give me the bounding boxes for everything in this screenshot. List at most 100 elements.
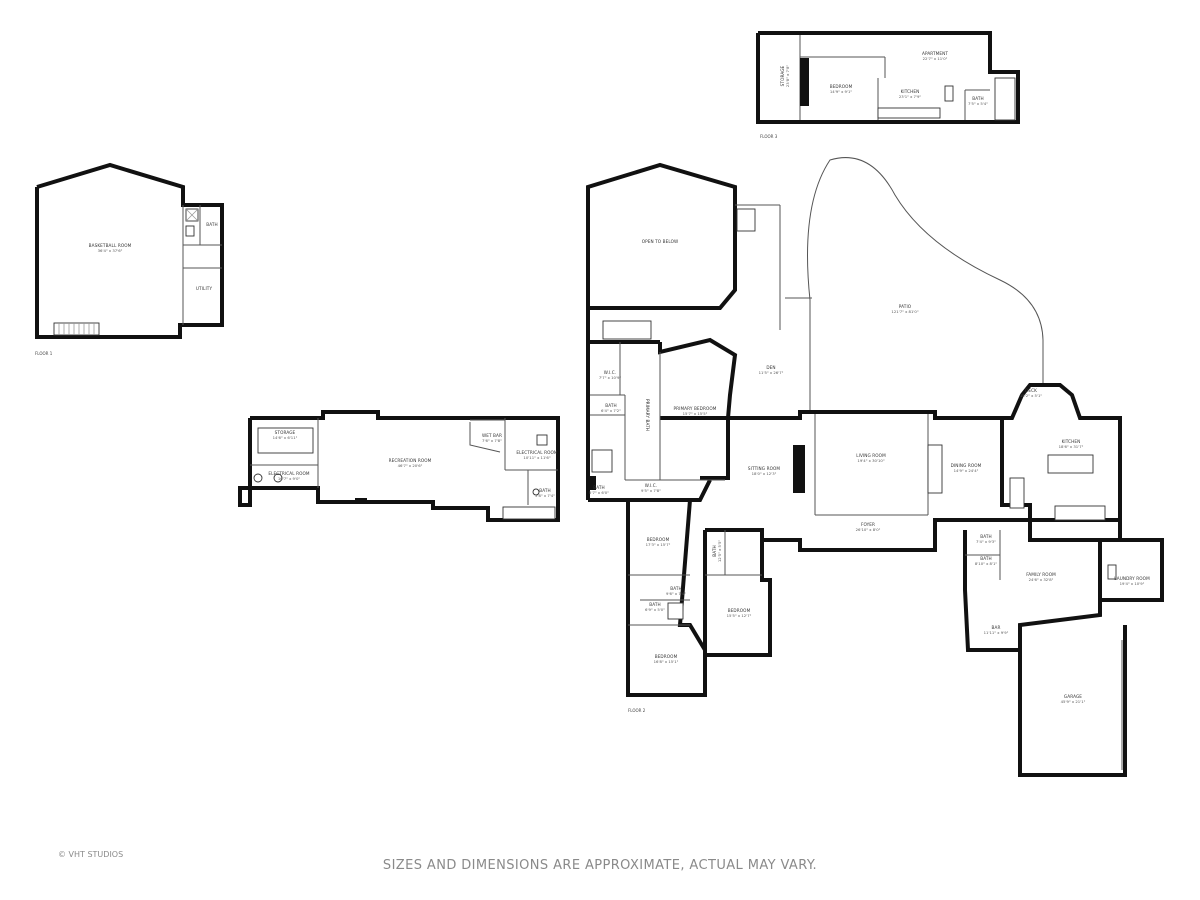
shower-icon <box>667 602 684 620</box>
room-dimensions: 46'7" x 20'6" <box>398 463 423 468</box>
room-label: BATH <box>593 485 605 490</box>
room-label: PRIMARY BEDROOM <box>673 406 716 411</box>
room-label: KITCHEN <box>1062 439 1081 444</box>
lower-level: STORAGE 14'6" x 6'11" ELECTRICAL ROOM 16… <box>238 410 560 522</box>
room-label: BEDROOM <box>647 537 670 542</box>
primary-bedroom-wall <box>700 418 730 480</box>
room-dimensions: 22'7" x 11'0" <box>923 56 948 61</box>
room-dimensions: 24'6" x 32'8" <box>1029 577 1054 582</box>
closet-wall <box>800 58 809 106</box>
room-label: DINING ROOM <box>951 463 982 468</box>
washer-icon <box>1107 564 1117 580</box>
room-label: KITCHEN <box>901 89 920 94</box>
room-dimensions: 23'1" x 7'9" <box>899 94 922 99</box>
room-label: BATH <box>670 586 682 591</box>
room-dimensions: 11'11" x 9'9" <box>984 630 1009 635</box>
room-label: W.I.C. <box>604 370 616 375</box>
room-dimensions: 5'7" x 6'0" <box>589 490 609 495</box>
toilet-icon <box>185 225 195 237</box>
floor-2: OPEN TO BELOW W.I.C. 7'7" x 10'9" PRIMAR… <box>586 157 1164 777</box>
room-dimensions: 12'5" x 5'5" <box>717 540 722 563</box>
room-label: BATH <box>712 545 717 557</box>
room-label: LAUNDRY ROOM <box>1114 576 1150 581</box>
room-dimensions: 45'9" x 21'1" <box>1061 699 1086 704</box>
room-label: BAR <box>992 625 1001 630</box>
stairs-icon <box>53 322 100 336</box>
room-label: STORAGE <box>780 65 785 86</box>
room-dimensions: 6'9" x 5'0" <box>645 607 665 612</box>
room-label: BATH <box>972 96 984 101</box>
room-label: GARAGE <box>1064 694 1082 699</box>
floor-3-outline <box>756 31 1020 124</box>
room-dimensions: 36'4" x 37'6" <box>98 248 123 253</box>
room-dimensions: 11'5" x 26'7" <box>759 370 784 375</box>
room-dimensions: 15'5" x 12'7" <box>727 613 752 618</box>
room-dimensions: 18'0" x 12'3" <box>752 471 777 476</box>
copyright-notice: © VHT STUDIOS <box>58 850 124 859</box>
wall-block <box>588 476 596 490</box>
room-dimensions: 19'4" x 30'10" <box>857 458 884 463</box>
room-dimensions: 14'9" x 9'1" <box>830 89 853 94</box>
kitchen-outline <box>1002 383 1122 522</box>
open-area-outline <box>586 162 737 500</box>
room-label: BATH <box>605 403 617 408</box>
room-dimensions: 16'8" x 15'1" <box>654 659 679 664</box>
garage-outline <box>1018 625 1127 777</box>
stairs-icon <box>502 506 556 520</box>
room-dimensions: 7'7" x 10'9" <box>599 375 622 380</box>
room-label: UTILITY <box>196 286 213 291</box>
fireplace-hearth <box>927 444 943 494</box>
room-label: DECK <box>1025 388 1037 393</box>
room-dimensions: 7'6" x 7'8" <box>482 438 502 443</box>
stairs-icon <box>994 77 1016 121</box>
room-label: FAMILY ROOM <box>1026 572 1056 577</box>
room-label: FOYER <box>861 522 875 527</box>
bathtub-icon <box>591 449 613 473</box>
shower-icon <box>185 208 199 222</box>
room-label: W.I.C. <box>645 483 657 488</box>
living-block-outline <box>705 410 1032 552</box>
disclaimer-text: SIZES AND DIMENSIONS ARE APPROXIMATE, AC… <box>382 858 818 873</box>
floor-label: FLOOR 2 <box>628 708 646 713</box>
room-label: ELECTRICAL ROOM <box>516 450 558 455</box>
water-heater-icon <box>273 473 283 483</box>
floor-1-outline <box>35 162 224 339</box>
room-label: OPEN TO BELOW <box>642 239 679 244</box>
room-label: LIVING ROOM <box>856 453 886 458</box>
room-label: SITTING ROOM <box>748 466 780 471</box>
kitchen-island <box>1047 454 1094 474</box>
kitchen-counter <box>877 107 941 119</box>
room-dimensions: 18'6" x 31'7" <box>1059 444 1084 449</box>
room-label: ELECTRICAL ROOM <box>268 471 310 476</box>
room-dimensions: 121'7" x 81'0" <box>891 309 918 314</box>
water-heater-icon <box>253 473 263 483</box>
room-label: STORAGE <box>275 430 296 435</box>
stairs-icon <box>58 323 95 335</box>
room-dimensions: 6'4" x 7'2" <box>601 408 621 413</box>
room-dimensions: 8'10" x 8'1" <box>975 561 998 566</box>
floor-label: FLOOR 1 <box>35 351 53 356</box>
room-dimensions: 5'8" x 7'4" <box>535 493 555 498</box>
bar-counter <box>469 422 501 453</box>
room-label: DEN <box>766 365 775 370</box>
fireplace-icon <box>793 445 805 493</box>
room-dimensions: 15'2" x 5'1" <box>1020 393 1043 398</box>
stairs-icon <box>1009 477 1025 509</box>
sink-icon <box>532 488 540 496</box>
room-dimensions: 23'8" x 7'8" <box>785 65 790 88</box>
stairs-icon <box>1054 505 1106 521</box>
room-label: BEDROOM <box>655 654 678 659</box>
shower-icon <box>736 208 756 232</box>
electrical-panel-icon <box>536 434 548 446</box>
bedroom-wing-outline <box>626 499 707 697</box>
family-wing-outline <box>1028 520 1164 602</box>
room-label: BATH <box>649 602 661 607</box>
room-label: BATH <box>980 534 992 539</box>
room-dimensions: 9'5" x 7'8" <box>641 488 661 493</box>
room-label: BEDROOM <box>728 608 751 613</box>
room-dimensions: 26'10" x 8'0" <box>856 527 881 532</box>
room-label: APARTMENT <box>922 51 948 56</box>
room-label: WET BAR <box>482 433 502 438</box>
middle-bedroom-outline <box>703 530 772 657</box>
